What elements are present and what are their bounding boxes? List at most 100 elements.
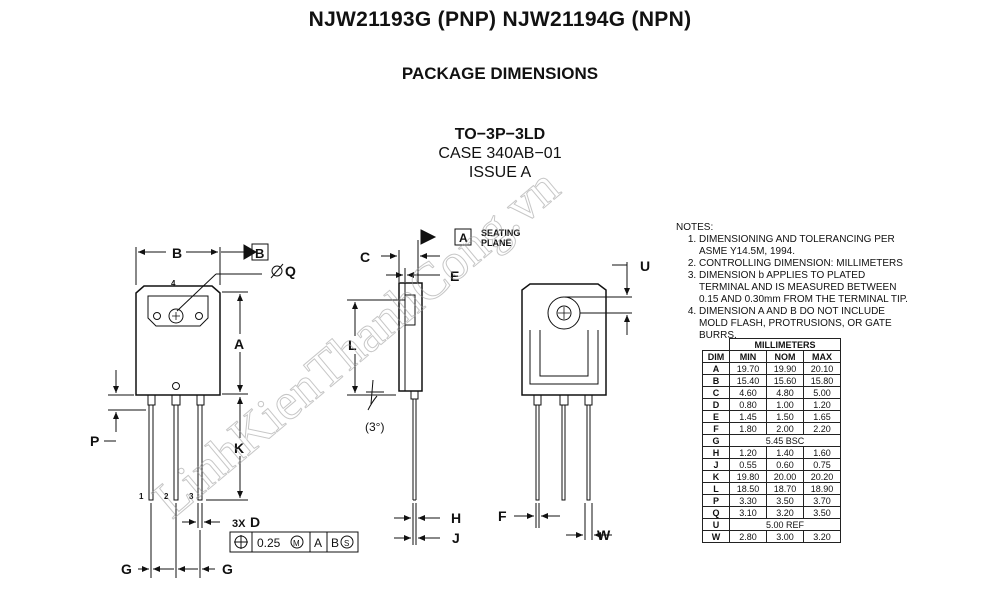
pin-1-label: 1 bbox=[139, 492, 144, 501]
pin-4-label: 4 bbox=[171, 279, 176, 288]
table-cell: 15.40 bbox=[729, 374, 767, 387]
three-x-label: 3X bbox=[232, 518, 246, 530]
notes-heading: NOTES: bbox=[676, 222, 714, 233]
table-corner bbox=[702, 338, 730, 351]
dim-label-l: L bbox=[348, 337, 357, 353]
table-cell: 3.70 bbox=[803, 494, 841, 507]
table-cell-dim: P bbox=[702, 494, 730, 507]
dim-label-u: U bbox=[640, 258, 650, 274]
dim-label-q: Q bbox=[285, 263, 296, 279]
dim-label-e: E bbox=[450, 268, 459, 284]
table-cell: 3.50 bbox=[803, 506, 841, 519]
table-cell: 2.20 bbox=[803, 422, 841, 435]
table-cell: 1.50 bbox=[766, 410, 804, 423]
dim-label-c: C bbox=[360, 249, 370, 265]
dim-label-a: A bbox=[234, 336, 244, 352]
table-cell: 0.60 bbox=[766, 458, 804, 471]
seating-plane-line1: SEATING bbox=[481, 228, 520, 238]
table-cell: 3.50 bbox=[766, 494, 804, 507]
table-cell-dim: Q bbox=[702, 506, 730, 519]
datum-b-label: B bbox=[255, 246, 264, 261]
package-case: CASE 340AB−01 bbox=[438, 145, 562, 162]
table-cell: 3.20 bbox=[766, 506, 804, 519]
column-header: NOM bbox=[766, 350, 804, 363]
dim-label-d: D bbox=[250, 514, 260, 530]
table-cell: 2.00 bbox=[766, 422, 804, 435]
table-cell: 19.90 bbox=[766, 362, 804, 375]
note-item: CONTROLLING DIMENSION: MILLIMETERS bbox=[699, 258, 908, 270]
dim-label-w: W bbox=[597, 527, 611, 543]
table-cell: 3.00 bbox=[766, 530, 804, 543]
datum-a-label: A bbox=[459, 231, 468, 245]
note-item: DIMENSION b APPLIES TO PLATED TERMINAL A… bbox=[699, 270, 908, 306]
tolerance-datum-b: B bbox=[331, 536, 339, 550]
table-cell-dim: W bbox=[702, 530, 730, 543]
note-item: DIMENSION A AND B DO NOT INCLUDE MOLD FL… bbox=[699, 306, 908, 342]
table-cell: 18.90 bbox=[803, 482, 841, 495]
table-cell: 20.20 bbox=[803, 470, 841, 483]
table-cell-dim: C bbox=[702, 386, 730, 399]
table-cell-dim: H bbox=[702, 446, 730, 459]
dim-label-k: K bbox=[234, 440, 244, 456]
table-cell: 19.80 bbox=[729, 470, 767, 483]
table-cell: 1.65 bbox=[803, 410, 841, 423]
dim-label-f: F bbox=[498, 508, 507, 524]
table-cell: 3.20 bbox=[803, 530, 841, 543]
table-cell: 4.60 bbox=[729, 386, 767, 399]
table-cell: 5.45 BSC bbox=[729, 434, 841, 447]
section-title: PACKAGE DIMENSIONS bbox=[401, 64, 599, 83]
table-cell: 1.40 bbox=[766, 446, 804, 459]
dim-label-g-right: G bbox=[222, 561, 233, 577]
table-cell-dim: E bbox=[702, 410, 730, 423]
tolerance-datum-a: A bbox=[314, 536, 322, 550]
pin-2-label: 2 bbox=[164, 492, 169, 501]
column-header: DIM bbox=[702, 350, 730, 363]
table-cell: 0.80 bbox=[729, 398, 767, 411]
dim-label-b: B bbox=[172, 245, 182, 261]
table-cell-dim: U bbox=[702, 518, 730, 531]
column-header: MAX bbox=[803, 350, 841, 363]
table-cell-dim: D bbox=[702, 398, 730, 411]
table-cell: 4.80 bbox=[766, 386, 804, 399]
dim-label-j: J bbox=[452, 530, 460, 546]
table-group-header: MILLIMETERS bbox=[729, 338, 841, 351]
tolerance-modifier-s: S bbox=[344, 539, 349, 548]
pin-3-label: 3 bbox=[189, 492, 194, 501]
table-cell: 3.30 bbox=[729, 494, 767, 507]
table-cell: 3.10 bbox=[729, 506, 767, 519]
dim-label-g-left: G bbox=[121, 561, 132, 577]
table-cell-dim: L bbox=[702, 482, 730, 495]
note-item: DIMENSIONING AND TOLERANCING PER ASME Y1… bbox=[699, 234, 908, 258]
column-header: MIN bbox=[729, 350, 767, 363]
table-cell: 1.45 bbox=[729, 410, 767, 423]
watermark: LinhKienThanhCong.vn bbox=[143, 158, 570, 529]
notes-block: NOTES: DIMENSIONING AND TOLERANCING PER … bbox=[676, 222, 908, 342]
table-cell: 1.20 bbox=[729, 446, 767, 459]
table-cell: 2.80 bbox=[729, 530, 767, 543]
side-view bbox=[347, 228, 472, 545]
table-cell: 15.60 bbox=[766, 374, 804, 387]
table-cell-dim: J bbox=[702, 458, 730, 471]
seating-plane-line2: PLANE bbox=[481, 238, 512, 248]
table-cell: 0.75 bbox=[803, 458, 841, 471]
package-issue: ISSUE A bbox=[468, 164, 532, 181]
table-cell: 1.60 bbox=[803, 446, 841, 459]
document-title: NJW21193G (PNP) NJW21194G (NPN) bbox=[308, 8, 692, 31]
table-cell-dim: G bbox=[702, 434, 730, 447]
table-cell: 5.00 bbox=[803, 386, 841, 399]
